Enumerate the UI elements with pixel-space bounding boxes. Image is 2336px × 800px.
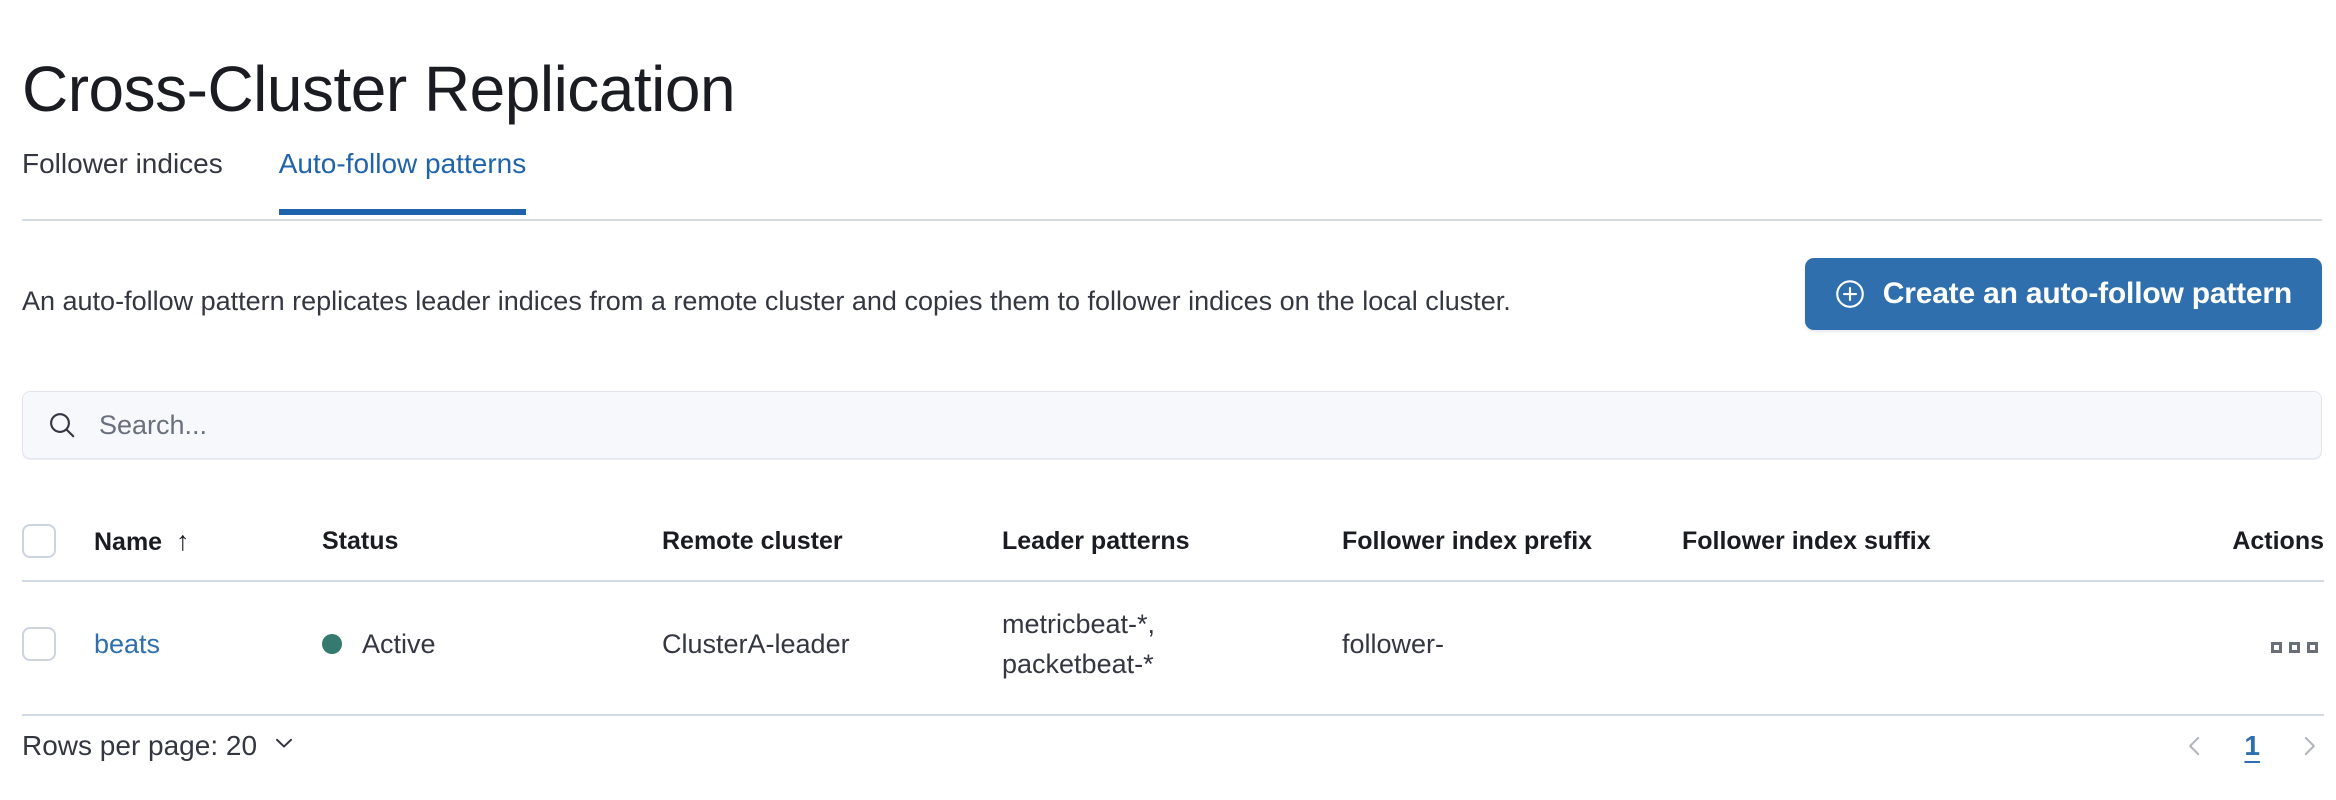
column-header-status[interactable]: Status: [322, 510, 662, 582]
cell-status: Active: [322, 581, 662, 716]
row-select-checkbox[interactable]: [22, 627, 56, 661]
chevron-right-icon[interactable]: [2296, 733, 2322, 759]
column-header-name-label: Name: [94, 527, 163, 556]
table-header-row: Name ↑ Status Remote cluster Leader patte…: [22, 510, 2324, 582]
create-auto-follow-pattern-label: Create an auto-follow pattern: [1882, 277, 2292, 310]
rows-per-page-label: Rows per page: 20: [22, 730, 258, 761]
boxes-horizontal-icon[interactable]: [2271, 641, 2324, 653]
plus-in-circle-icon: [1835, 279, 1865, 309]
leader-pattern-line: metricbeat-*,: [1002, 609, 1156, 639]
leader-pattern-line: packetbeat-*: [1002, 649, 1154, 679]
pagination: 1: [2182, 730, 2322, 762]
status-label: Active: [362, 628, 436, 659]
column-header-leader-patterns[interactable]: Leader patterns: [1002, 510, 1342, 582]
select-all-checkbox[interactable]: [22, 524, 56, 558]
page-title: Cross-Cluster Replication: [22, 52, 736, 125]
status-dot-icon: [322, 634, 342, 654]
column-header-remote-cluster[interactable]: Remote cluster: [662, 510, 1002, 582]
column-header-actions: Actions: [2090, 510, 2324, 582]
arrow-up-icon: ↑: [176, 525, 190, 556]
cell-remote-cluster: ClusterA-leader: [662, 581, 1002, 716]
tab-follower-indices[interactable]: Follower indices: [22, 148, 223, 179]
row-select-cell: [22, 581, 94, 716]
search-bar[interactable]: [22, 391, 2322, 459]
auto-follow-patterns-table: Name ↑ Status Remote cluster Leader patte…: [22, 510, 2324, 716]
create-auto-follow-pattern-button[interactable]: Create an auto-follow pattern: [1804, 258, 2322, 330]
cell-leader-patterns: metricbeat-*, packetbeat-*: [1002, 581, 1342, 716]
select-all-header: [22, 510, 94, 582]
column-header-follower-index-prefix[interactable]: Follower index prefix: [1342, 510, 1682, 582]
table-row: beats Active ClusterA-leader metricbeat-…: [22, 581, 2324, 716]
page-description: An auto-follow pattern replicates leader…: [22, 286, 1511, 316]
search-input[interactable]: [97, 391, 2297, 459]
search-icon: [47, 410, 77, 440]
table-footer: Rows per page: 20 1: [22, 716, 2322, 776]
tab-bar: Follower indices Auto-follow patterns: [22, 135, 582, 215]
pattern-name-link[interactable]: beats: [94, 628, 161, 659]
cell-actions: [2090, 581, 2324, 716]
cell-name: beats: [94, 581, 322, 716]
chevron-down-icon: [271, 730, 297, 763]
column-header-name[interactable]: Name ↑: [94, 510, 322, 582]
cell-follower-index-prefix: follower-: [1342, 581, 1682, 716]
pagination-page-1[interactable]: 1: [2244, 730, 2260, 761]
rows-per-page-selector[interactable]: Rows per page: 20: [22, 730, 297, 763]
column-header-follower-index-suffix[interactable]: Follower index suffix: [1682, 510, 2090, 582]
chevron-left-icon[interactable]: [2182, 733, 2208, 759]
cell-follower-index-suffix: [1682, 581, 2090, 716]
tab-auto-follow-patterns[interactable]: Auto-follow patterns: [278, 147, 527, 215]
tab-bar-divider: [22, 219, 2322, 221]
